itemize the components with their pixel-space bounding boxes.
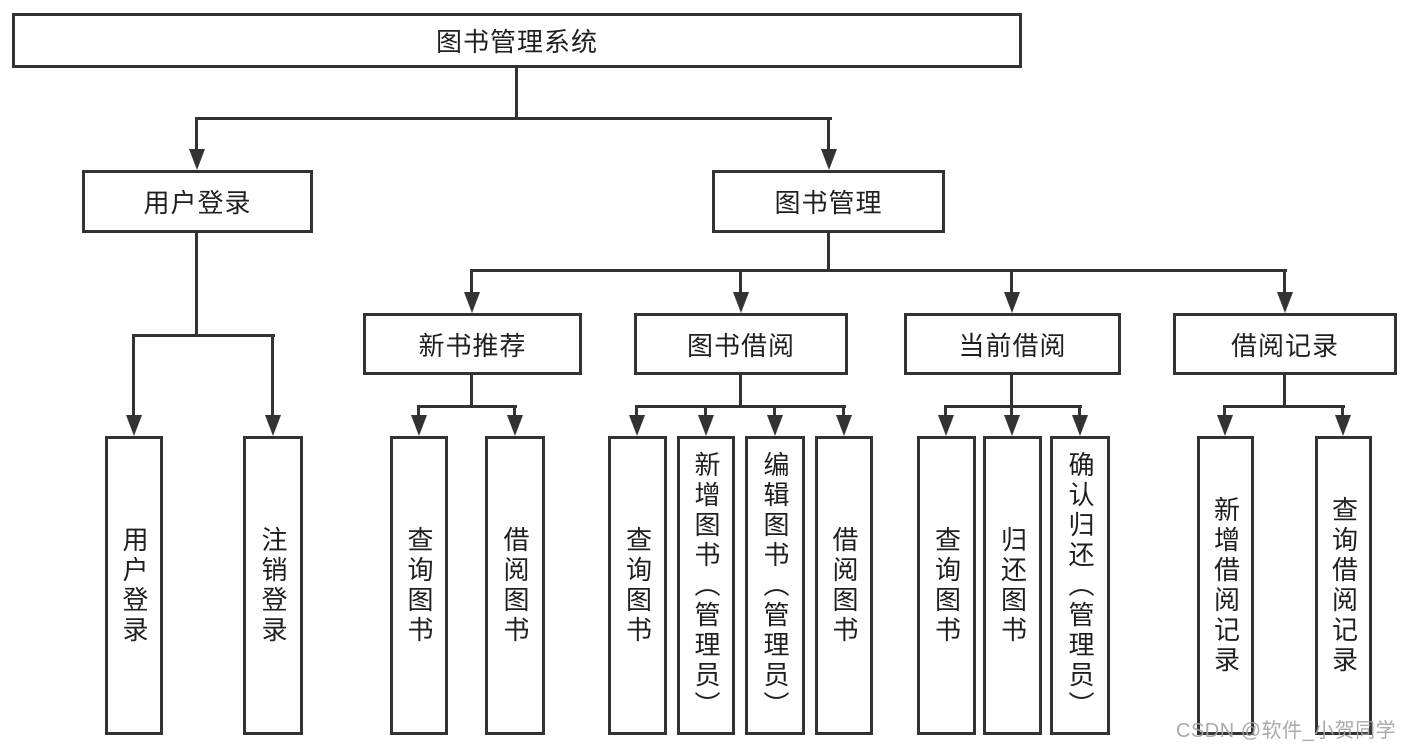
- connector-stem-book-borrow: [739, 269, 742, 297]
- leaf-bb-query-books: 查询图书: [608, 436, 667, 735]
- connector-stem-leaf-user-login: [132, 334, 135, 418]
- connector-current-borrow-rail: [944, 405, 1082, 408]
- connector-stem-cb-return: [1010, 405, 1013, 419]
- arrow-to-bb-add: [698, 415, 714, 436]
- node-book-management-label: 图书管理: [774, 188, 883, 218]
- arrow-to-borrow-records: [1277, 292, 1293, 313]
- connector-user-login-rail: [132, 334, 275, 337]
- connector-book-management-stem: [827, 233, 830, 271]
- connector-stem-leaf-logout: [271, 334, 274, 418]
- leaf-bb-add-books-admin-label: 新增图书（管理员）: [691, 450, 721, 721]
- leaf-bb-edit-books-admin: 编辑图书（管理员）: [745, 436, 805, 735]
- leaf-bb-borrow-books-label: 借阅图书: [829, 525, 859, 646]
- leaf-br-query-record-label: 查询借阅记录: [1328, 495, 1359, 676]
- connector-root-rail: [196, 117, 832, 120]
- leaf-user-login: 用户登录: [105, 436, 163, 735]
- leaf-bb-borrow-books: 借阅图书: [815, 436, 873, 735]
- node-new-book-recommend-label: 新书推荐: [418, 330, 527, 361]
- connector-stem-br-add: [1223, 405, 1226, 419]
- arrow-to-br-query: [1335, 415, 1351, 436]
- arrow-to-user-login: [189, 149, 205, 170]
- connector-stem-br-query: [1341, 405, 1344, 419]
- node-current-borrow-label: 当前借阅: [958, 330, 1067, 361]
- leaf-cb-query-books: 查询图书: [917, 436, 976, 735]
- arrow-to-cb-return: [1004, 415, 1020, 436]
- connector-book-borrow-rail: [635, 405, 846, 408]
- connector-stem-new-book: [470, 269, 473, 297]
- connector-book-management-rail: [470, 269, 1287, 272]
- arrow-to-bb-query: [629, 415, 645, 436]
- leaf-logout-label: 注销登录: [258, 525, 288, 646]
- node-borrow-records: 借阅记录: [1173, 313, 1397, 375]
- node-root-label: 图书管理系统: [435, 27, 598, 57]
- leaf-bb-add-books-admin: 新增图书（管理员）: [677, 436, 735, 735]
- connector-stem-bb-borrow: [842, 405, 845, 419]
- connector-new-book-rail: [417, 405, 517, 408]
- arrow-to-nb-borrow: [507, 415, 523, 436]
- connector-borrow-records-rail: [1223, 405, 1345, 408]
- leaf-cb-return-books-label: 归还图书: [997, 525, 1028, 646]
- node-root: 图书管理系统: [12, 13, 1022, 68]
- node-user-login: 用户登录: [82, 170, 313, 233]
- connector-current-borrow-stem: [1010, 375, 1013, 407]
- leaf-cb-query-books-label: 查询图书: [931, 525, 962, 646]
- leaf-br-add-record-label: 新增借阅记录: [1210, 495, 1241, 676]
- leaf-cb-confirm-return-admin: 确认归还（管理员）: [1050, 436, 1110, 735]
- arrow-to-cb-query: [938, 415, 954, 436]
- leaf-cb-return-books: 归还图书: [983, 436, 1042, 735]
- arrow-to-bb-edit: [767, 415, 783, 436]
- connector-stem-nb-query: [417, 405, 420, 419]
- arrow-to-br-add: [1217, 415, 1233, 436]
- arrow-to-nb-query: [411, 415, 427, 436]
- connector-stem-user-login: [195, 117, 198, 153]
- arrow-to-leaf-user-login: [126, 415, 142, 436]
- leaf-nb-query-books-label: 查询图书: [404, 525, 434, 646]
- node-book-borrow-label: 图书借阅: [686, 330, 795, 361]
- connector-stem-current-borrow: [1010, 269, 1013, 297]
- leaf-user-login-label: 用户登录: [119, 525, 149, 646]
- leaf-bb-edit-books-admin-label: 编辑图书（管理员）: [760, 450, 790, 721]
- node-book-borrow: 图书借阅: [634, 313, 848, 375]
- arrow-to-bb-borrow: [836, 415, 852, 436]
- arrow-to-book-management: [821, 149, 837, 170]
- connector-borrow-records-stem: [1283, 375, 1286, 407]
- connector-book-borrow-stem: [739, 375, 742, 407]
- node-new-book-recommend: 新书推荐: [363, 313, 582, 375]
- arrow-to-leaf-logout: [265, 415, 281, 436]
- connector-stem-bb-query: [635, 405, 638, 419]
- leaf-bb-query-books-label: 查询图书: [622, 525, 653, 646]
- connector-root-stem: [515, 68, 518, 119]
- connector-user-login-stem: [195, 233, 198, 336]
- watermark: CSDN @软件_小贺同学: [1176, 720, 1397, 742]
- node-current-borrow: 当前借阅: [904, 313, 1121, 375]
- arrow-to-book-borrow: [733, 292, 749, 313]
- connector-stem-nb-borrow: [513, 405, 516, 419]
- node-borrow-records-label: 借阅记录: [1230, 330, 1339, 361]
- leaf-cb-confirm-return-admin-label: 确认归还（管理员）: [1065, 450, 1095, 721]
- leaf-logout: 注销登录: [243, 436, 303, 735]
- arrow-to-new-book: [464, 292, 480, 313]
- connector-stem-borrow-records: [1283, 269, 1286, 297]
- connector-stem-book-management: [827, 117, 830, 153]
- arrow-to-cb-confirm: [1072, 415, 1088, 436]
- leaf-br-query-record: 查询借阅记录: [1315, 436, 1372, 735]
- connector-stem-bb-edit: [773, 405, 776, 419]
- node-book-management: 图书管理: [712, 170, 945, 233]
- connector-stem-cb-query: [944, 405, 947, 419]
- arrow-to-current-borrow: [1004, 292, 1020, 313]
- connector-new-book-stem: [470, 375, 473, 407]
- node-user-login-label: 用户登录: [143, 188, 252, 218]
- leaf-nb-query-books: 查询图书: [390, 436, 448, 735]
- leaf-br-add-record: 新增借阅记录: [1197, 436, 1254, 735]
- leaf-nb-borrow-books: 借阅图书: [485, 436, 545, 735]
- connector-stem-cb-confirm: [1078, 405, 1081, 419]
- connector-stem-bb-add: [704, 405, 707, 419]
- leaf-nb-borrow-books-label: 借阅图书: [500, 525, 530, 646]
